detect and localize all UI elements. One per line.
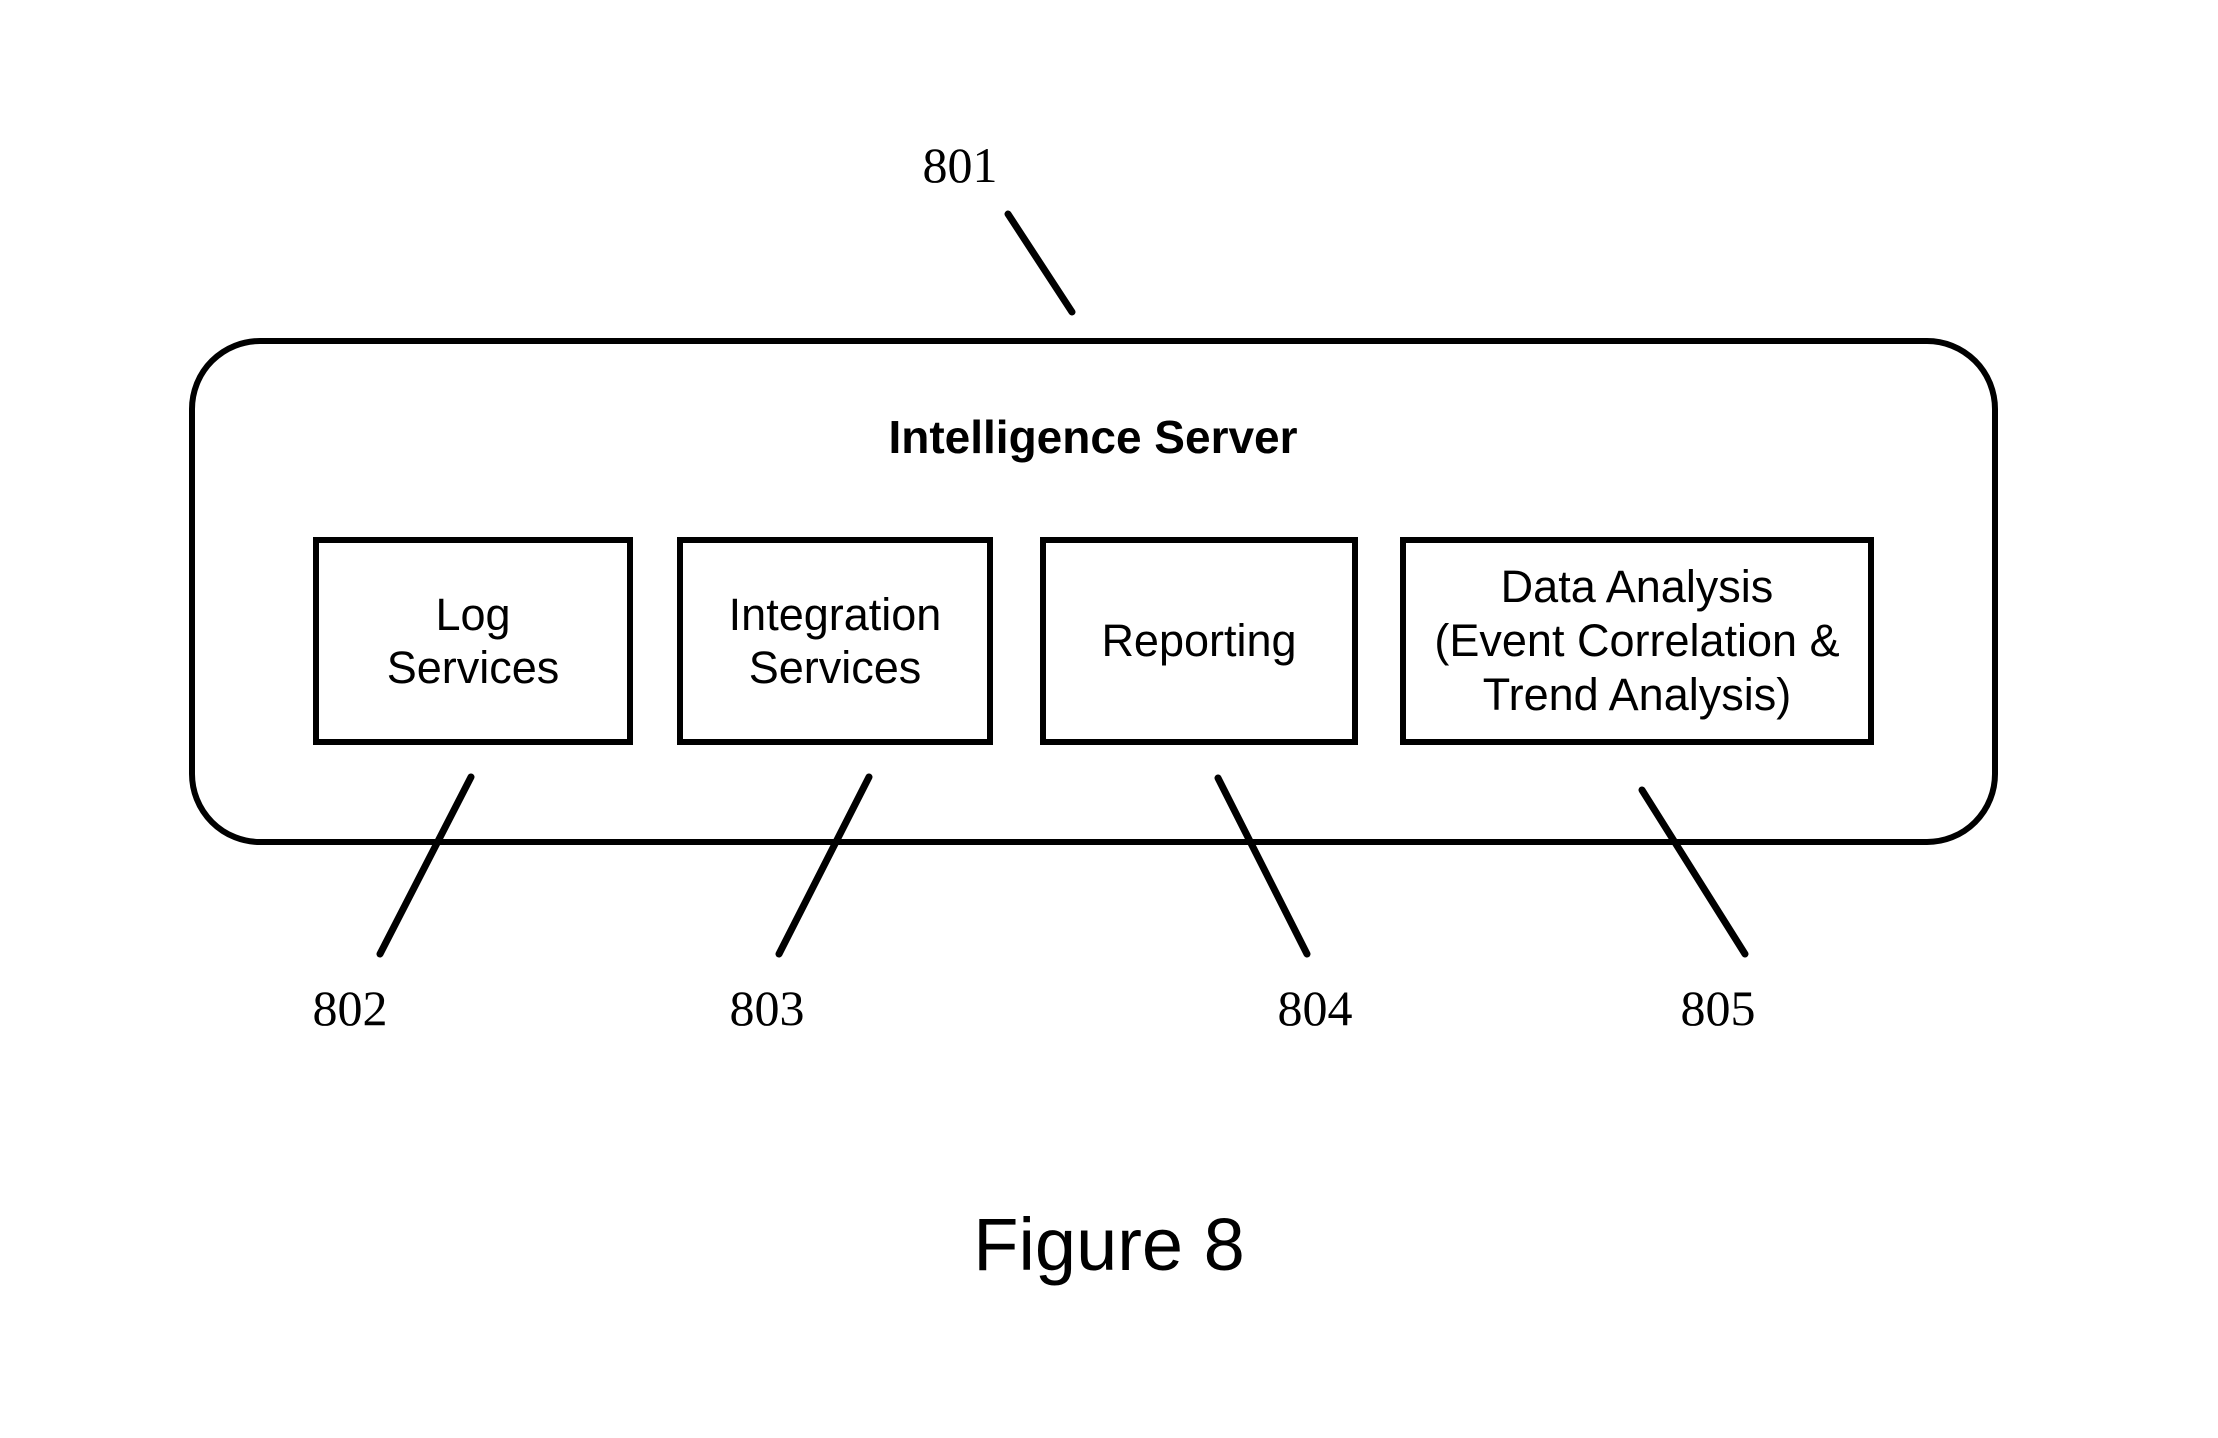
module-label-line: Reporting <box>1101 615 1297 667</box>
reference-numeral-805: 805 <box>1680 980 1756 1036</box>
module-label-line: Services <box>386 642 560 693</box>
leader-line-803 <box>775 773 873 958</box>
module-label-data-analysis: Data Analysis (Event Correlation & Trend… <box>1403 540 1871 742</box>
module-label-line: Services <box>748 642 922 693</box>
leader-line-804 <box>1214 774 1311 958</box>
module-label-line: Data Analysis <box>1500 561 1774 612</box>
module-label-line: Integration <box>728 588 942 640</box>
leader-line-801 <box>1004 210 1076 316</box>
reference-numeral-803: 803 <box>729 980 805 1036</box>
leader-line-802 <box>376 773 475 958</box>
module-box-data-analysis[interactable] <box>1400 537 1874 745</box>
module-label-line: Trend Analysis) <box>1482 669 1792 720</box>
reference-numeral-802: 802 <box>312 980 388 1036</box>
module-label-reporting: Reporting <box>1043 540 1355 742</box>
module-label-line: (Event Correlation & <box>1434 615 1840 666</box>
reference-numeral-801: 801 <box>922 137 998 193</box>
module-box-integration-services[interactable] <box>677 537 993 745</box>
module-label-log-services: Log Services <box>316 540 630 742</box>
module-label-line: Log <box>435 588 511 640</box>
intelligence-server-container <box>189 338 1998 845</box>
module-label-integration-services: Integration Services <box>680 540 990 742</box>
intelligence-server-title: Intelligence Server <box>888 411 1298 463</box>
module-box-log-services[interactable] <box>313 537 633 745</box>
figure-caption: Figure 8 <box>973 1203 1245 1286</box>
module-box-reporting[interactable] <box>1040 537 1358 745</box>
leader-line-805 <box>1638 786 1749 958</box>
reference-numeral-804: 804 <box>1277 980 1353 1036</box>
